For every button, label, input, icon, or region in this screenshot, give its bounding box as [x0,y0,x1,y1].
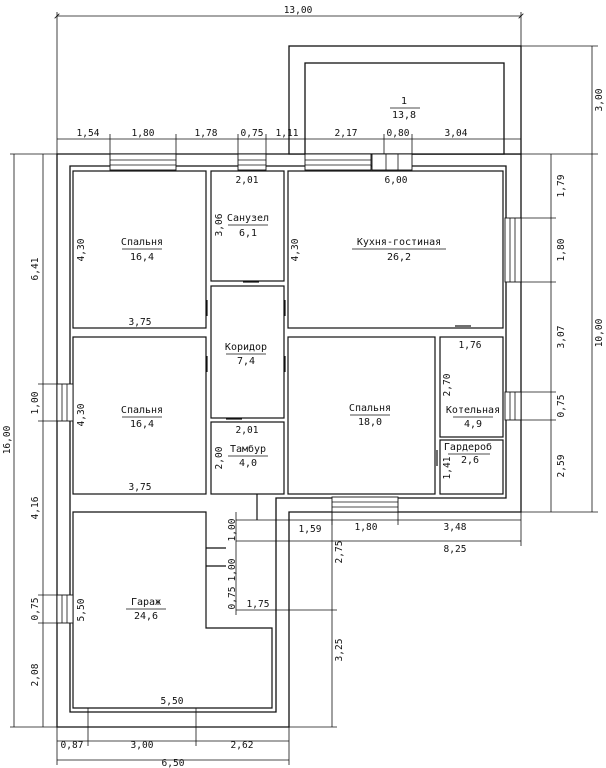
room-vestibule [210,421,285,495]
dim-left-1: 6,41 [30,257,41,280]
room-name-wardrobe: Гардероб [444,441,492,453]
room-garage [72,511,273,709]
dim-boiler-h: 2,70 [442,373,453,396]
dim-right-1: 1,79 [556,174,567,197]
dim-entry-3: 0,75 [227,587,238,610]
dim-rb-3: 3,48 [444,522,467,533]
room-labels: Спальня 16,4 Санузел 6,1 Кухня-гостиная … [121,96,500,622]
room-area-terrace: 13,8 [392,110,416,121]
room-name-bedroom-3: Спальня [349,403,391,414]
dim-top-7: 0,80 [387,128,410,139]
dim-left-2: 1,00 [30,391,41,414]
dim-boiler-w: 1,76 [459,340,482,351]
room-area-garage: 24,6 [134,611,158,622]
dim-rb-2: 1,80 [355,522,378,533]
dim-right-3: 3,07 [556,326,567,349]
dim-top-5: 1,11 [276,128,299,139]
room-name-vestibule: Тамбур [230,443,266,455]
room-kitchen-living [287,170,504,329]
terrace-inner [304,62,505,155]
dim-bottom-2: 3,00 [131,740,154,751]
dim-bottom-1: 0,87 [61,740,84,751]
dim-bed1-w: 3,75 [129,317,152,328]
dim-rb-total: 8,25 [444,544,467,555]
dim-left-3: 4,16 [30,496,41,519]
room-area-vestibule: 4,0 [239,458,257,469]
dim-top-8: 3,04 [445,128,468,139]
dim-left-5: 2,08 [30,663,41,686]
room-name-bathroom: Санузел [227,213,269,224]
dim-entry-1: 1,00 [227,518,238,541]
dim-kitchen-w: 6,00 [385,175,408,186]
dim-bottom-total: 6,50 [162,758,185,768]
dim-terrace-depth: 3,00 [594,88,605,111]
dim-top-4: 0,75 [241,128,264,139]
dim-bath-w: 2,01 [236,175,259,186]
dim-rb-1: 1,59 [299,524,322,535]
dim-right-5: 2,59 [556,454,567,477]
room-area-bedroom-3: 18,0 [358,417,382,428]
dim-vest-h: 2,00 [214,446,225,469]
dim-top-2: 1,80 [132,128,155,139]
dim-bed1-h: 4,30 [76,238,87,261]
dim-left-outer: 16,00 [2,425,13,454]
dimension-lines [10,12,598,765]
dim-bed2-h: 4,30 [76,403,87,426]
room-name-boiler: Котельная [446,405,500,416]
dim-bath-h: 3,06 [214,213,225,236]
room-corridor [210,285,285,419]
dim-left-4: 0,75 [30,598,41,621]
dim-right-outer: 10,00 [594,318,605,347]
room-name-terrace: 1 [401,96,407,107]
room-bedroom-3 [287,336,436,495]
windows [56,153,522,624]
dim-kitchen-h: 4,30 [290,238,301,261]
dim-garage-height: 5,50 [76,598,87,621]
room-name-bedroom-2: Спальня [121,405,163,416]
room-name-kitchen: Кухня-гостиная [357,237,441,248]
room-boiler [439,336,504,438]
room-name-corridor: Коридор [225,342,267,353]
dim-garage-width: 5,50 [161,696,184,707]
room-bedroom-1 [72,170,207,329]
room-bedroom-2 [72,336,207,495]
dim-bottom-3: 2,62 [231,740,254,751]
room-area-corridor: 7,4 [237,356,255,367]
dim-hall-w: 2,01 [236,425,259,436]
dim-right-2: 1,80 [556,238,567,261]
dim-bed2-w: 3,75 [129,482,152,493]
room-area-wardrobe: 2,6 [461,455,479,466]
dim-top-6: 2,17 [335,128,358,139]
dim-step-v2: 3,25 [334,639,345,662]
room-area-bathroom: 6,1 [239,228,257,239]
dim-top-3: 1,78 [195,128,218,139]
room-area-kitchen: 26,2 [387,252,411,263]
dim-entry-2: 1,00 [227,558,238,581]
dim-step-h: 1,75 [247,599,270,610]
dim-overall-top: 13,00 [284,5,313,16]
room-bathroom [210,170,285,282]
room-area-boiler: 4,9 [464,419,482,430]
dim-ward-h: 1,41 [442,456,453,479]
doors [206,281,471,567]
dim-right-4: 0,75 [556,395,567,418]
room-name-bedroom-1: Спальня [121,237,163,248]
dim-top-1: 1,54 [77,128,100,139]
dimension-labels: 13,00 1,54 1,80 1,78 0,75 1,11 2,17 0,80… [2,5,605,768]
dim-step-v1: 2,75 [334,541,345,564]
room-area-bedroom-2: 16,4 [130,419,154,430]
room-name-garage: Гараж [131,597,161,608]
room-wardrobe [439,439,504,495]
room-area-bedroom-1: 16,4 [130,252,154,263]
